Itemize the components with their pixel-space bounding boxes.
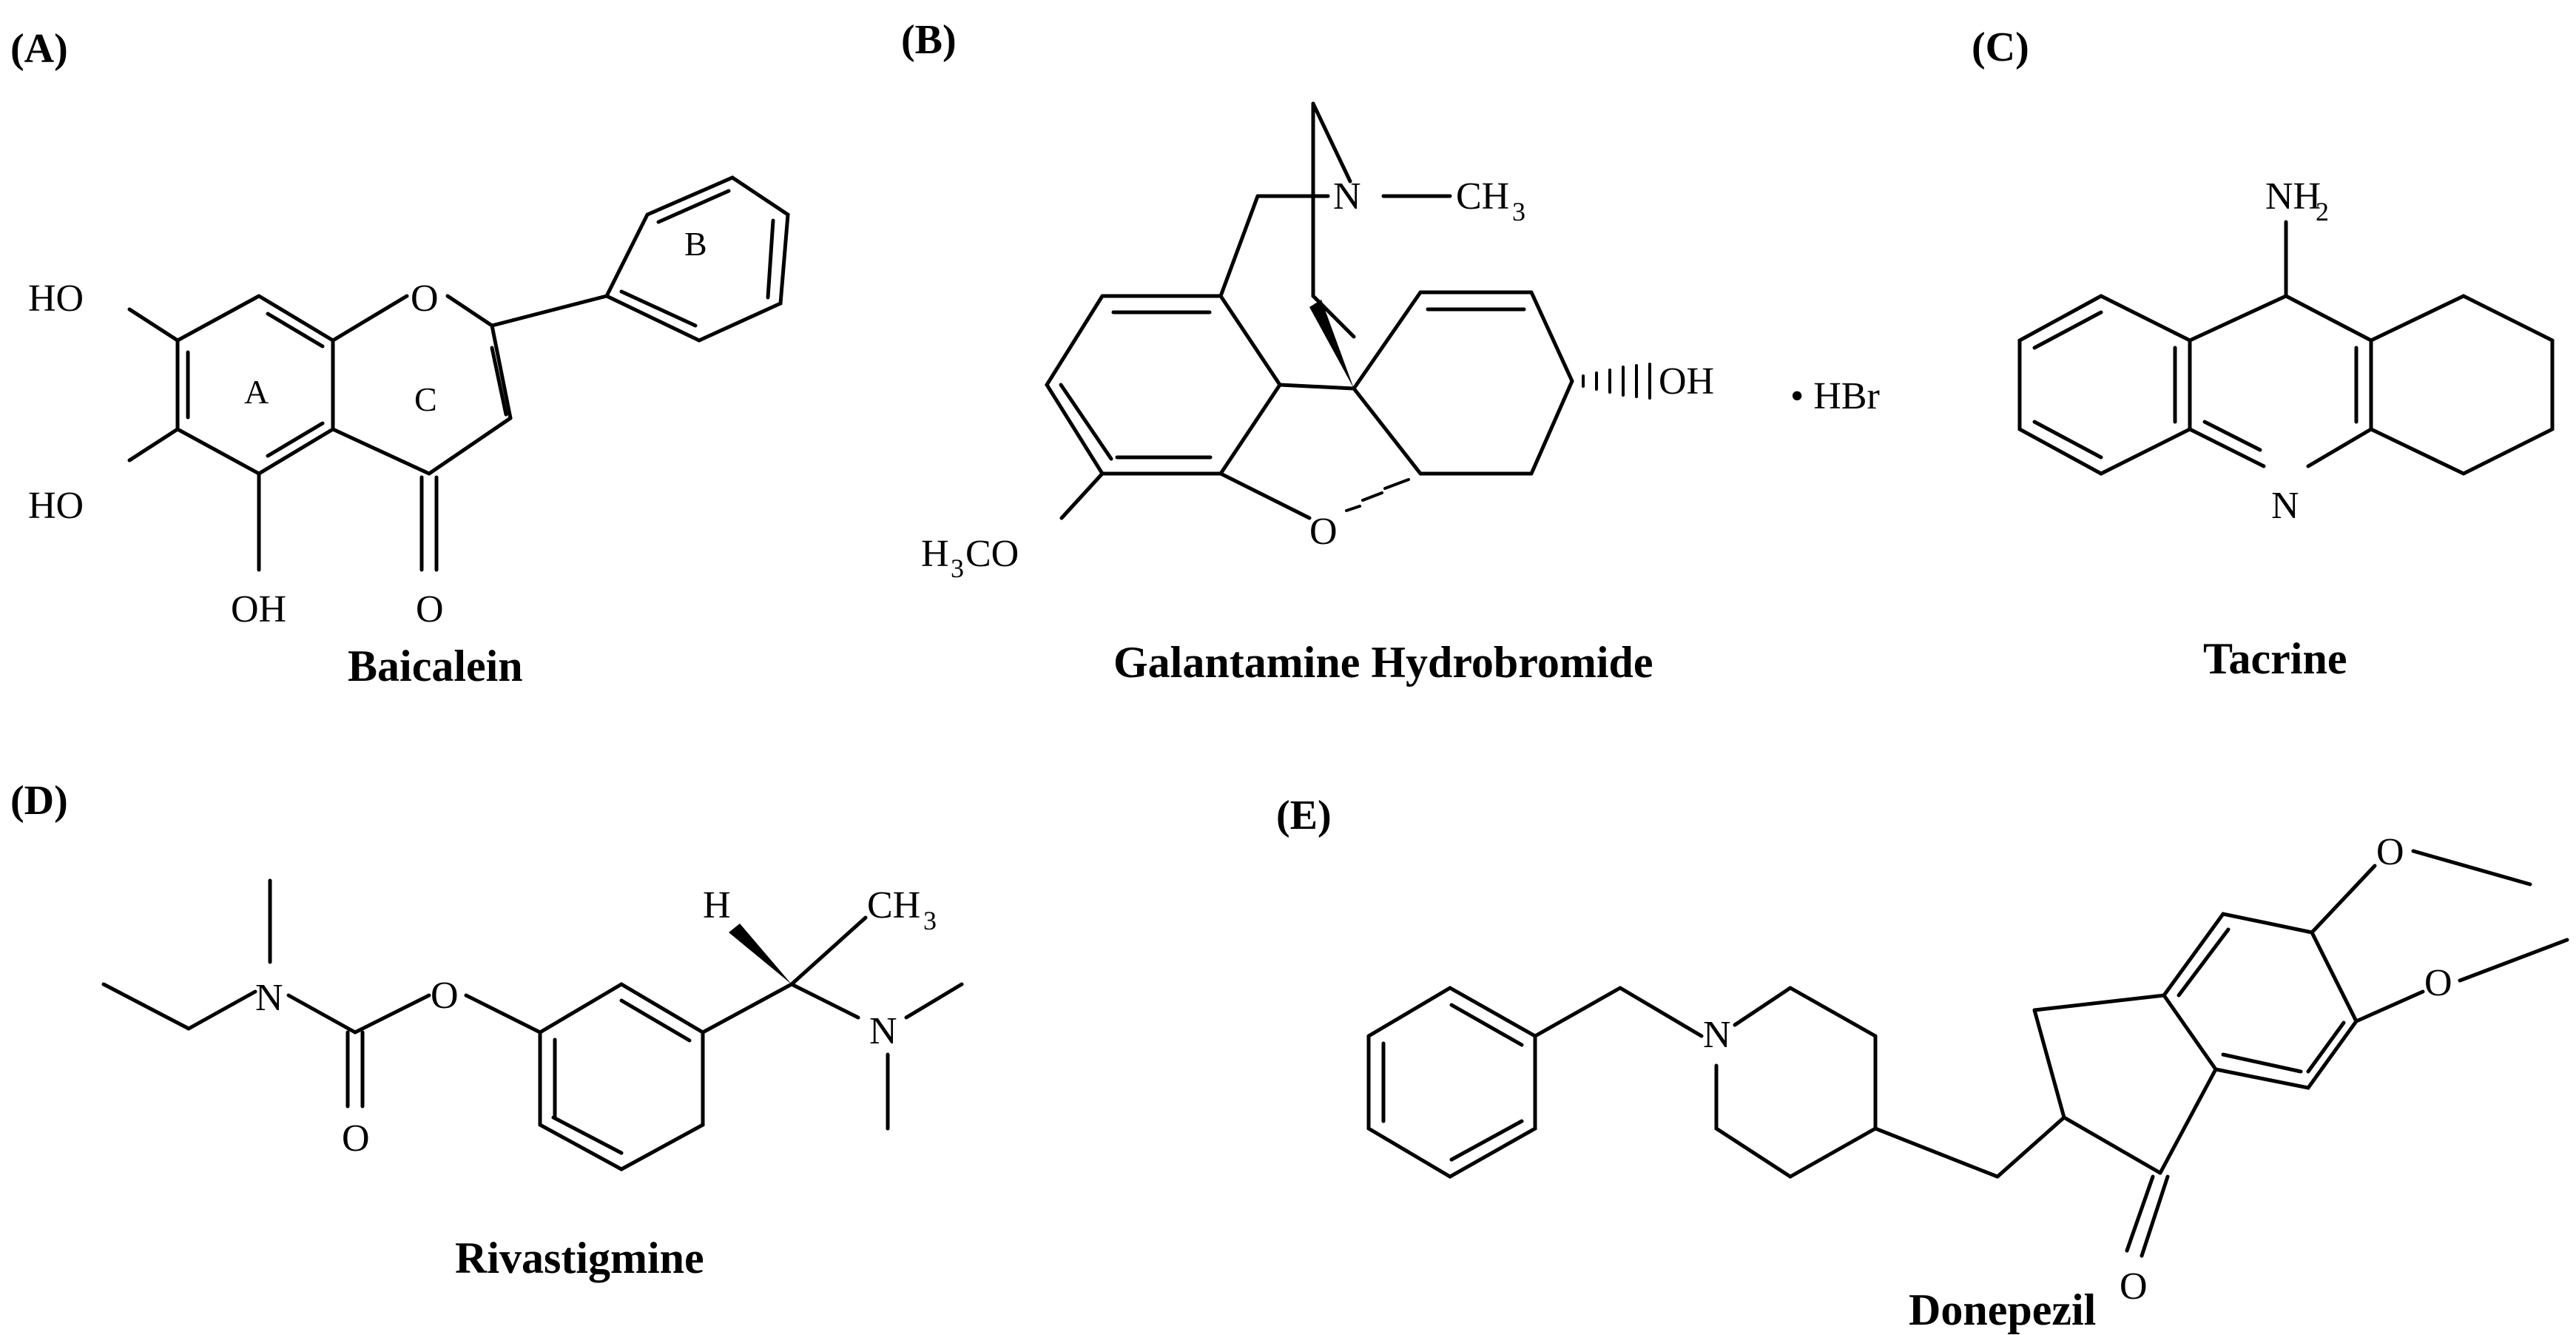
donepezil-methoxy-oxygen-1: O: [2376, 831, 2404, 873]
compound-name-rivastigmine: Rivastigmine: [455, 1234, 704, 1282]
hashed-oh-bond: [1582, 363, 1651, 400]
galantamine-bridge-oxygen: O: [1309, 511, 1338, 553]
panel-label-d: (D): [10, 778, 68, 824]
donepezil-keto-oxygen: O: [2120, 1265, 2148, 1308]
rivastigmine-bonds: [101, 878, 964, 1171]
rivastigmine-methyl: CH: [867, 884, 920, 927]
compound-name-tacrine: Tacrine: [2203, 634, 2347, 683]
donepezil-bonds: [1366, 849, 2569, 1258]
rivastigmine-ester-oxygen: O: [431, 975, 459, 1017]
panel-c: (C) NH 2 N Tacrine: [1972, 24, 2555, 683]
baicalein-keto-oxygen: O: [416, 588, 444, 630]
rivastigmine-wedge-bond: [729, 924, 792, 984]
rivastigmine-carbamate-nitrogen: N: [255, 977, 283, 1019]
tacrine-bonds: [2017, 220, 2555, 476]
ring-label-c: C: [414, 380, 437, 418]
rivastigmine-hydrogen: H: [703, 884, 731, 927]
baicalein-hydroxyl-6: HO: [28, 485, 84, 527]
panel-b: (B): [901, 17, 1880, 687]
compound-name-donepezil: Donepezil: [1909, 1285, 2096, 1334]
baicalein-hydroxyl-5: OH: [231, 588, 286, 630]
donepezil-methoxy-oxygen-2: O: [2424, 962, 2452, 1004]
panel-label-e: (E): [1276, 793, 1332, 838]
rivastigmine-amine-nitrogen: N: [869, 1010, 897, 1052]
panel-label-a: (A): [10, 26, 68, 72]
galantamine-methoxy-co: CO: [965, 533, 1019, 575]
tacrine-amine: NH: [2265, 175, 2321, 218]
donepezil-nitrogen: N: [1703, 1014, 1731, 1056]
galantamine-methyl-subscript: 3: [1512, 197, 1525, 226]
compound-name-baicalein: Baicalein: [348, 642, 523, 690]
ring-label-a: A: [244, 373, 269, 411]
galantamine-nitrogen: N: [1333, 175, 1361, 218]
hashed-bond: [1345, 478, 1410, 512]
panel-e: (E): [1276, 793, 2569, 1334]
panel-label-b: (B): [901, 17, 957, 63]
ring-label-b: B: [684, 225, 707, 263]
galantamine-bonds: [1045, 101, 1651, 520]
tacrine-amine-subscript: 2: [2316, 197, 2329, 226]
galantamine-methoxy-subscript: 3: [951, 554, 964, 583]
panel-label-c: (C): [1972, 24, 2029, 70]
panel-a: (A) O O: [10, 26, 790, 690]
baicalein-bonds: [127, 175, 790, 572]
baicalein-hydroxyl-7: HO: [28, 278, 84, 320]
galantamine-hydroxyl: OH: [1659, 360, 1714, 403]
tacrine-ring-nitrogen: N: [2271, 485, 2299, 527]
galantamine-methyl: CH: [1456, 175, 1509, 218]
baicalein-ring-oxygen: O: [411, 278, 439, 320]
rivastigmine-keto-oxygen: O: [342, 1117, 370, 1160]
rivastigmine-methyl-subscript: 3: [923, 906, 937, 935]
compound-name-galantamine: Galantamine Hydrobromide: [1113, 638, 1653, 687]
galantamine-methoxy-h: H: [921, 533, 949, 575]
galantamine-salt: • HBr: [1790, 375, 1880, 417]
panel-d: (D): [10, 778, 964, 1282]
